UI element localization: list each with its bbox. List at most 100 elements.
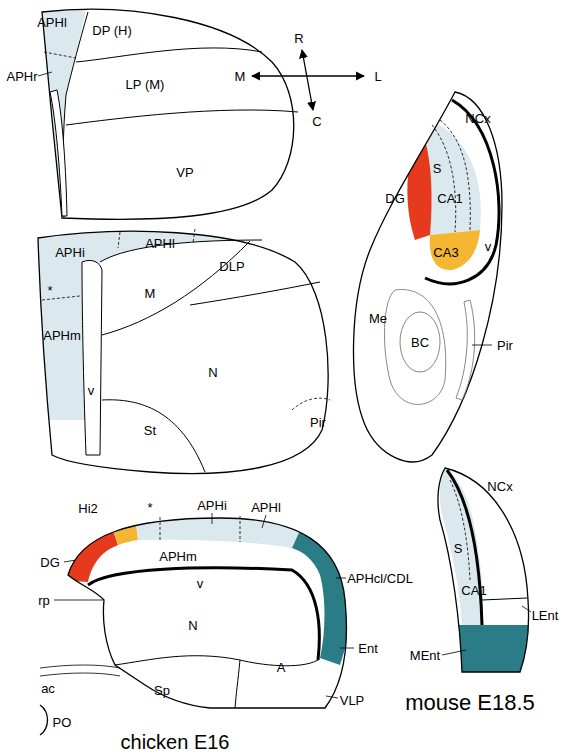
- ventricle-wall: [88, 568, 319, 660]
- ca3-region: [430, 230, 480, 270]
- section-outline: [438, 468, 529, 672]
- region-label: rp: [38, 594, 50, 607]
- ventricle: [50, 90, 67, 216]
- region-label: Ent: [358, 642, 378, 655]
- region-label: LP (M): [126, 78, 165, 91]
- direction-label: C: [312, 115, 321, 128]
- region-label: APHcl/CDL: [347, 572, 413, 585]
- region-label: v: [197, 577, 204, 590]
- region-label: BC: [411, 336, 429, 349]
- leader-line: [442, 650, 466, 655]
- ventricle-wall: [425, 100, 499, 284]
- leader-line: [336, 578, 346, 579]
- region-label: VP: [176, 166, 193, 179]
- basal-complex-outline: [400, 312, 440, 372]
- leader-line: [326, 696, 338, 698]
- region-boundary: [292, 398, 330, 410]
- subfield-boundary: [44, 52, 76, 58]
- subfield-boundary: [240, 516, 241, 542]
- region-label: APHi: [197, 499, 227, 512]
- region-label: LEnt: [532, 609, 559, 622]
- direction-label: R: [294, 32, 303, 45]
- region-boundary: [66, 110, 298, 125]
- region-label: DG: [385, 192, 405, 205]
- subfield-boundary: [193, 229, 195, 243]
- ventricle: [82, 260, 102, 455]
- region-label: Pir: [497, 339, 513, 352]
- region-label: DLP: [219, 260, 244, 273]
- region-label: APHm: [43, 329, 81, 342]
- subiculum-ca1-region: [425, 118, 481, 235]
- leader-line: [340, 648, 354, 649]
- direction-label: M: [235, 70, 246, 83]
- region-label: v: [88, 384, 95, 397]
- amygdala-outline: [385, 290, 446, 405]
- commissure-line: [40, 673, 120, 676]
- region-label: VLP: [340, 694, 365, 707]
- section-outline: [42, 9, 294, 219]
- leader-line: [38, 72, 52, 76]
- region-label: APHi: [55, 246, 85, 259]
- region-label: *: [47, 284, 52, 297]
- region-label: Hi2: [78, 502, 98, 515]
- region-label: N: [208, 366, 217, 379]
- section-outline: [354, 92, 502, 462]
- subfield-boundary: [432, 125, 456, 232]
- region-boundary: [63, 12, 88, 218]
- leader-line: [54, 600, 103, 601]
- region-label: APHl: [251, 501, 281, 514]
- region-boundary: [190, 282, 320, 305]
- species-caption: chicken E16: [121, 732, 230, 752]
- region-boundary: [115, 656, 240, 665]
- region-label: DP (H): [92, 24, 131, 37]
- region-label: APHl: [37, 16, 67, 29]
- region-boundary: [482, 598, 527, 600]
- region-label: MEnt: [410, 649, 440, 662]
- region-label: ac: [41, 682, 55, 695]
- subfield-boundary: [440, 120, 470, 230]
- piriform-outline: [456, 300, 475, 400]
- region-label: CA1: [461, 584, 486, 597]
- preoptic-bracket: [40, 705, 48, 735]
- region-boundary: [102, 400, 205, 472]
- region-label: Sp: [154, 684, 170, 697]
- region-label: CA3: [433, 246, 458, 259]
- region-label: v: [485, 240, 492, 253]
- leader-line: [262, 515, 266, 528]
- section-outline: [68, 518, 346, 708]
- leader-line: [64, 560, 76, 562]
- region-label: NCx: [465, 112, 490, 125]
- region-boundary: [102, 241, 250, 335]
- commissure-line: [40, 665, 120, 668]
- hi2-region: [110, 516, 138, 545]
- region-label: S: [454, 542, 463, 555]
- region-label: Pir: [310, 416, 326, 429]
- subfield-boundary: [160, 517, 161, 540]
- region-label: *: [147, 501, 152, 514]
- region-label: NCx: [487, 480, 512, 493]
- region-label: PO: [53, 716, 72, 729]
- aph-region: [135, 515, 302, 548]
- region-label: N: [188, 619, 197, 632]
- leader-line: [522, 606, 531, 612]
- region-label: APHl: [145, 237, 175, 250]
- region-label: APHm: [159, 550, 197, 563]
- leader-line: [472, 345, 492, 346]
- compass-axis: [302, 50, 313, 110]
- region-label: APHr: [6, 70, 37, 83]
- region-label: CA1: [437, 192, 462, 205]
- region-label: A: [277, 661, 286, 674]
- direction-label: L: [374, 70, 381, 83]
- region-label: S: [433, 162, 442, 175]
- ventricle-wall: [447, 470, 482, 625]
- region-label: M: [145, 287, 156, 300]
- region-boundary: [235, 660, 240, 708]
- subfield-boundary: [118, 232, 120, 248]
- region-boundary: [76, 48, 262, 62]
- aph-region: [20, 220, 262, 420]
- region-label: Me: [369, 312, 387, 325]
- compass-axis: [252, 75, 364, 76]
- section-outline: [38, 231, 328, 473]
- region-label: St: [144, 424, 156, 437]
